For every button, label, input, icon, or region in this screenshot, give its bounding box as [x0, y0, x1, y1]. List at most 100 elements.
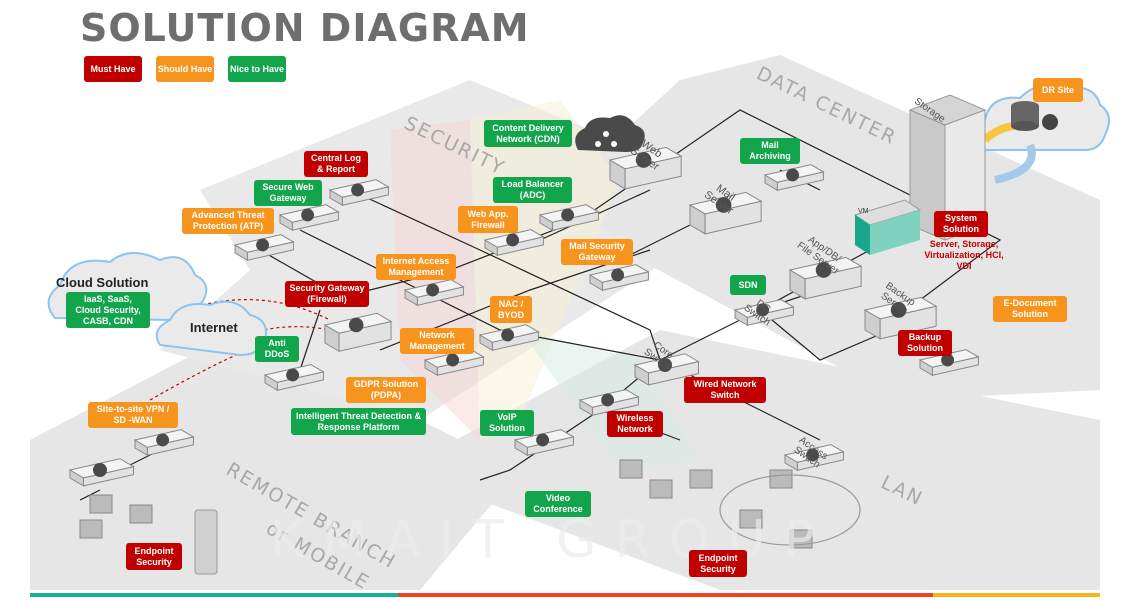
access-switch-appliance: [783, 444, 845, 472]
device-glyph-icon: [93, 463, 107, 477]
cloud-solution-title: Cloud Solution: [56, 275, 149, 290]
endpoint-device-icon: [619, 459, 643, 479]
label-system-solution: System Solution: [934, 211, 988, 237]
device-glyph-icon: [536, 433, 550, 447]
device-glyph-icon: [611, 268, 625, 282]
anti-ddos-appliance: [263, 364, 325, 392]
label-security-gateway: Security Gateway (Firewall): [285, 281, 369, 307]
vpn-appliance: [133, 429, 195, 457]
internet-access-appliance: [403, 279, 465, 307]
label-itdr: Intelligent Threat Detection & Response …: [291, 408, 426, 435]
device-glyph-icon: [890, 302, 907, 318]
label-cdn: Content Delivery Network (CDN): [484, 120, 572, 147]
label-load-balancer: Load Balancer (ADC): [493, 177, 572, 203]
label-endpoint-lan: Endpoint Security: [689, 550, 747, 577]
footer-bar-red: [398, 593, 933, 597]
zone-remote-branch: [30, 330, 520, 590]
dc-switch-appliance: [733, 299, 795, 327]
label-atp: Advanced Threat Protection (ATP): [182, 208, 274, 234]
vm-block: [853, 199, 922, 255]
device-glyph-icon: [941, 353, 955, 367]
cloud-solution-items: IaaS, SaaS, Cloud Security, CASB, CDN: [66, 292, 150, 328]
label-dr-site: DR Site: [1033, 78, 1083, 102]
core-switch-appliance: [633, 353, 700, 386]
label-secure-web-gateway: Secure Web Gateway: [254, 180, 322, 206]
load-balancer-appliance: [538, 204, 600, 232]
voip-appliance: [513, 429, 575, 457]
web-server-appliance: [608, 146, 683, 190]
app-server-appliance: [788, 256, 863, 300]
endpoint-device-icon: [769, 469, 793, 489]
device-glyph-icon: [786, 168, 800, 182]
endpoint-device-icon: [739, 509, 763, 529]
device-glyph-icon: [156, 433, 170, 447]
device-glyph-icon: [506, 233, 520, 247]
label-network-management: Network Management: [400, 328, 474, 354]
appliances: [68, 146, 980, 575]
watermark-text: KMAIT GROUP: [270, 510, 833, 570]
device-glyph-icon: [446, 353, 460, 367]
device-glyph-icon: [601, 393, 615, 407]
device-glyph-icon: [635, 152, 652, 168]
mobile-phone-icon: [194, 509, 218, 575]
footer-bar-teal: [30, 593, 398, 597]
device-glyph-icon: [301, 208, 315, 222]
device-glyph-icon: [815, 262, 832, 278]
backup-server-appliance: [863, 296, 938, 340]
device-glyph-icon: [348, 317, 364, 333]
device-glyph-icon: [561, 208, 575, 222]
system-solution-detail: Server, Storage, Virtualization, HCI, VD…: [924, 239, 1004, 271]
legend-must-have: Must Have: [84, 56, 142, 82]
atp-appliance: [233, 234, 295, 262]
mail-server-appliance: [688, 191, 763, 235]
device-glyph-icon: [351, 183, 365, 197]
label-sdn: SDN: [730, 275, 766, 295]
label-e-document: E-Document Solution: [993, 296, 1067, 322]
device-glyph-icon: [806, 448, 820, 462]
label-video-conference: Video Conference: [525, 491, 591, 517]
label-endpoint-remote: Endpoint Security: [126, 543, 182, 570]
nac-appliance: [478, 324, 540, 352]
database-icon: [1011, 101, 1058, 131]
endpoint-device-icon: [649, 479, 673, 499]
label-anti-ddos: Anti DDoS: [255, 336, 299, 362]
label-internet-access: Internet Access Management: [376, 254, 456, 280]
endpoint-device-icon: [89, 494, 113, 514]
endpoint-device-icon: [689, 469, 713, 489]
mail-archiving-appliance: [763, 164, 825, 192]
label-waf: Web App. Firewall: [458, 206, 518, 233]
footer-bar-yellow: [933, 593, 1100, 597]
label-wired-switch: Wired Network Switch: [684, 377, 766, 403]
label-backup-solution: Backup Solution: [898, 330, 952, 356]
central-log-appliance: [328, 179, 390, 207]
label-wireless: Wireless Network: [607, 411, 663, 437]
secure-web-gateway-appliance: [278, 204, 340, 232]
label-mail-security: Mail Security Gateway: [561, 239, 633, 265]
label-central-log: Central Log & Report: [304, 151, 368, 177]
label-voip: VoIP Solution: [480, 410, 534, 436]
wireless-appliance: [578, 389, 640, 417]
endpoint-device-icon: [79, 519, 103, 539]
internet-label: Internet: [190, 320, 238, 335]
endpoint-device-icon: [129, 504, 153, 524]
legend-nice-to-have: Nice to Have: [228, 56, 286, 82]
device-glyph-icon: [715, 197, 732, 213]
label-mail-archiving: Mail Archiving: [740, 138, 800, 164]
device-glyph-icon: [286, 368, 300, 382]
label-vpn: Site-to-site VPN / SD -WAN: [88, 402, 178, 428]
security-gateway-appliance: [323, 312, 393, 353]
mail-security-appliance: [588, 264, 650, 292]
device-glyph-icon: [501, 328, 515, 342]
cdn-cloud-icon: [575, 115, 645, 152]
restore-arrow-icon: [994, 143, 1036, 184]
device-glyph-icon: [658, 358, 672, 372]
label-gdpr: GDPR Solution (PDPA): [346, 377, 426, 403]
device-glyph-icon: [756, 303, 770, 317]
device-glyph-icon: [256, 238, 270, 252]
ring-topology: [719, 474, 861, 546]
device-vm: VM: [858, 208, 869, 215]
label-nac: NAC / BYOD: [490, 296, 532, 323]
storage-rack: [908, 94, 987, 241]
